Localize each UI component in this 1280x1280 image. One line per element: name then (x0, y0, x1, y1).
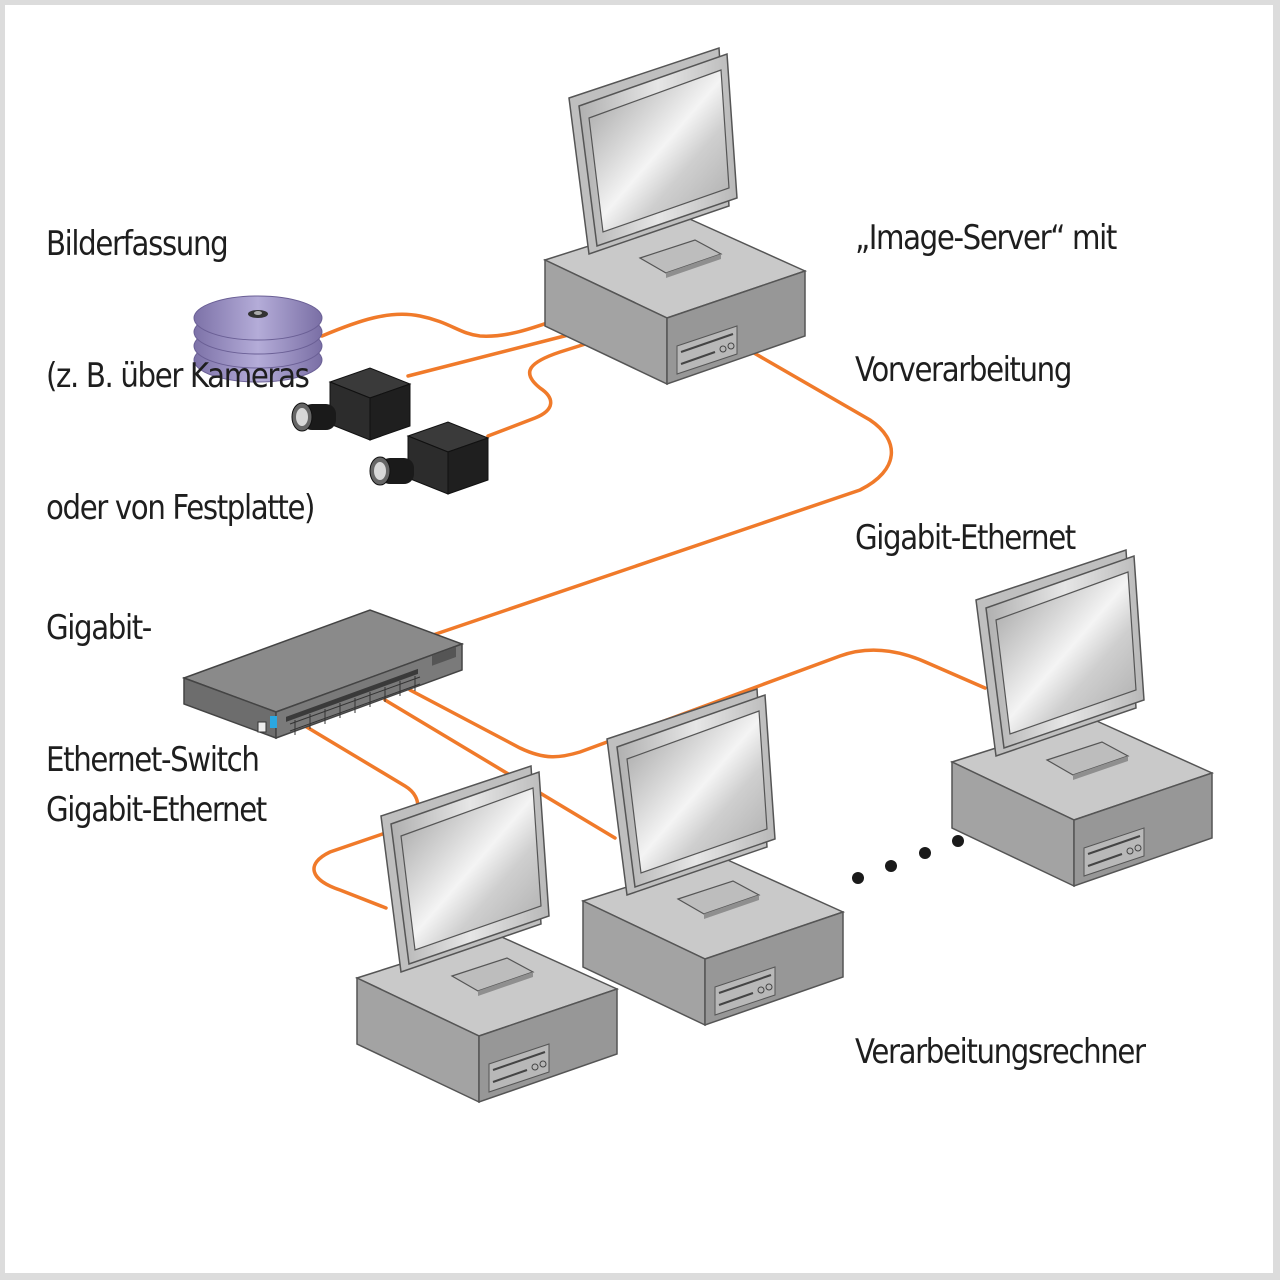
capture-label-line-3: oder von Festplatte) (46, 488, 315, 528)
gigabit-ethernet-upper-label: Gigabit-Ethernet (855, 518, 1076, 558)
cables (303, 312, 987, 910)
cable-camera1-server (406, 330, 582, 378)
capture-label-line-1: Bilderfassung (46, 224, 229, 264)
image-server-icon (544, 47, 806, 385)
workstation-2-icon (582, 688, 844, 1026)
ellipsis-dot (952, 835, 964, 847)
workstation-3-icon (951, 549, 1213, 887)
disk-stack-icon (193, 295, 323, 383)
image-server-label-line-2: Vorverarbeitung (855, 350, 1072, 390)
cable-camera2-server (486, 338, 600, 438)
switch-label-line-2: Ethernet-Switch (46, 740, 260, 780)
ellipsis-dot (919, 847, 931, 859)
workstations-label: Verarbeitungsrechner (855, 1032, 1146, 1072)
network-switch-icon (181, 609, 465, 740)
cable-switch-ws2 (383, 698, 617, 840)
image-server-label-line-1: „Image-Server“ mit (855, 218, 1117, 258)
cable-switch-ws3 (408, 648, 987, 759)
switch-label: Gigabit- Ethernet-Switch (46, 518, 260, 826)
ellipsis-dot (852, 872, 864, 884)
ellipsis-dot (885, 860, 897, 872)
cable-switch-ws1 (303, 724, 420, 910)
capture-label: Bilderfassung (z. B. über Kameras oder v… (46, 134, 315, 574)
cable-disk-server (320, 312, 564, 338)
capture-label-line-2: (z. B. über Kameras (46, 356, 310, 396)
cable-server-switch (428, 340, 894, 638)
ellipsis-dots (852, 835, 964, 884)
gigabit-ethernet-lower-label: Gigabit-Ethernet (46, 790, 267, 830)
image-server-label: „Image-Server“ mit Vorverarbeitung (855, 128, 1117, 436)
switch-label-line-1: Gigabit- (46, 608, 152, 648)
